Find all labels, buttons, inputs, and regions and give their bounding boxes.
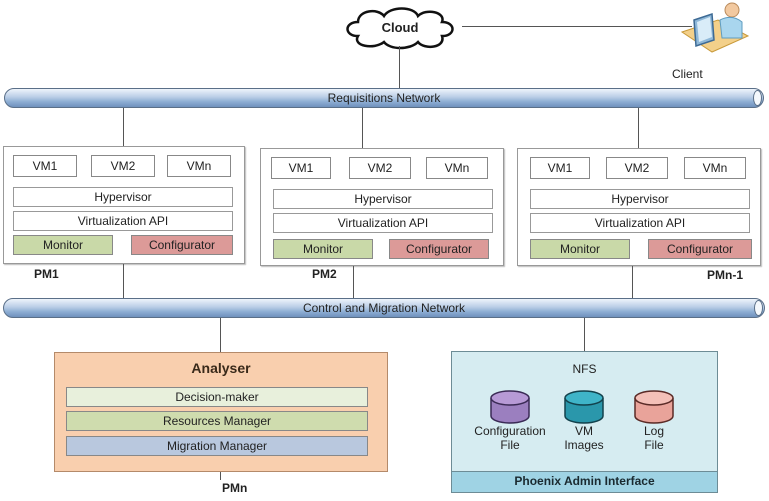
vm2-box: VM2 bbox=[606, 157, 668, 179]
virtualization-api-bar: Virtualization API bbox=[13, 211, 233, 231]
store-label-line1: VM bbox=[575, 424, 593, 438]
pmn1-ctrl-link bbox=[632, 266, 633, 298]
configuration-file-label: Configuration File bbox=[458, 424, 562, 452]
store-label-line2: File bbox=[500, 438, 520, 452]
cloud-label: Cloud bbox=[381, 20, 419, 35]
requisitions-network-label: Requisitions Network bbox=[327, 91, 441, 105]
control-migration-network-pipe: Control and Migration Network bbox=[3, 298, 765, 318]
nfs-link bbox=[584, 318, 585, 352]
control-migration-network-label: Control and Migration Network bbox=[302, 301, 466, 315]
configurator-box: Configurator bbox=[131, 235, 233, 255]
pm1-label: PM1 bbox=[34, 267, 59, 281]
pmn-link bbox=[220, 472, 221, 480]
hypervisor-bar: Hypervisor bbox=[13, 187, 233, 207]
vm1-box: VM1 bbox=[530, 157, 590, 179]
phoenix-admin-interface-bar: Phoenix Admin Interface bbox=[452, 471, 717, 492]
pmn1-req-link bbox=[638, 108, 639, 148]
analyser-link bbox=[220, 318, 221, 352]
hypervisor-bar: Hypervisor bbox=[273, 189, 493, 209]
vm-images-label: VM Images bbox=[554, 424, 614, 452]
monitor-box: Monitor bbox=[13, 235, 113, 255]
monitor-box: Monitor bbox=[273, 239, 373, 259]
analyser-title: Analyser bbox=[191, 360, 251, 376]
client bbox=[676, 0, 752, 60]
cloud-icon bbox=[346, 7, 454, 50]
pm1-ctrl-link bbox=[123, 264, 124, 298]
vm1-box: VM1 bbox=[271, 157, 331, 179]
vmn-box: VMn bbox=[426, 157, 488, 179]
requisitions-network-pipe: Requisitions Network bbox=[4, 88, 764, 108]
pm2-req-link bbox=[362, 108, 363, 148]
log-file-label: Log File bbox=[624, 424, 684, 452]
cloud: Cloud bbox=[338, 6, 462, 50]
pm2-ctrl-link bbox=[353, 266, 354, 298]
nfs-box: NFS Configuration File VM Images Log Fil… bbox=[451, 351, 718, 493]
vm-images-database-icon bbox=[564, 390, 604, 424]
resources-manager-bar: Resources Manager bbox=[66, 411, 368, 431]
pm2-box: VM1 VM2 VMn Hypervisor Virtualization AP… bbox=[260, 148, 504, 266]
vmn-box: VMn bbox=[684, 157, 746, 179]
pm1-req-link bbox=[123, 108, 124, 146]
pmn-1-label: PMn-1 bbox=[707, 268, 743, 282]
vm2-box: VM2 bbox=[349, 157, 411, 179]
cloud-network-link bbox=[399, 46, 400, 88]
configurator-box: Configurator bbox=[389, 239, 489, 259]
client-label: Client bbox=[672, 67, 703, 81]
nfs-title: NFS bbox=[572, 362, 597, 376]
vm2-box: VM2 bbox=[91, 155, 155, 177]
store-label-line1: Configuration bbox=[474, 424, 546, 438]
virtualization-api-bar: Virtualization API bbox=[273, 213, 493, 233]
virtualization-api-bar: Virtualization API bbox=[530, 213, 750, 233]
store-label-line2: Images bbox=[564, 438, 604, 452]
configuration-file-database-icon bbox=[490, 390, 530, 424]
pm2-label: PM2 bbox=[312, 267, 337, 281]
pipe-end bbox=[753, 90, 762, 106]
client-user-icon bbox=[680, 2, 750, 53]
hypervisor-bar: Hypervisor bbox=[530, 189, 750, 209]
store-label-line2: File bbox=[644, 438, 664, 452]
log-file-database-icon bbox=[634, 390, 674, 424]
pm1-box: VM1 VM2 VMn Hypervisor Virtualization AP… bbox=[3, 146, 245, 264]
pmn-label: PMn bbox=[222, 481, 248, 495]
configurator-box: Configurator bbox=[648, 239, 752, 259]
pipe-end bbox=[754, 300, 763, 316]
analyser-box: Analyser Decision-maker Resources Manage… bbox=[54, 352, 388, 472]
pmn-1-box: VM1 VM2 VMn Hypervisor Virtualization AP… bbox=[517, 148, 761, 266]
store-label-line1: Log bbox=[643, 424, 665, 438]
monitor-box: Monitor bbox=[530, 239, 630, 259]
vmn-box: VMn bbox=[167, 155, 231, 177]
cloud-client-link bbox=[462, 26, 692, 27]
decision-maker-bar: Decision-maker bbox=[66, 387, 368, 407]
vm1-box: VM1 bbox=[13, 155, 77, 177]
migration-manager-bar: Migration Manager bbox=[66, 436, 368, 456]
